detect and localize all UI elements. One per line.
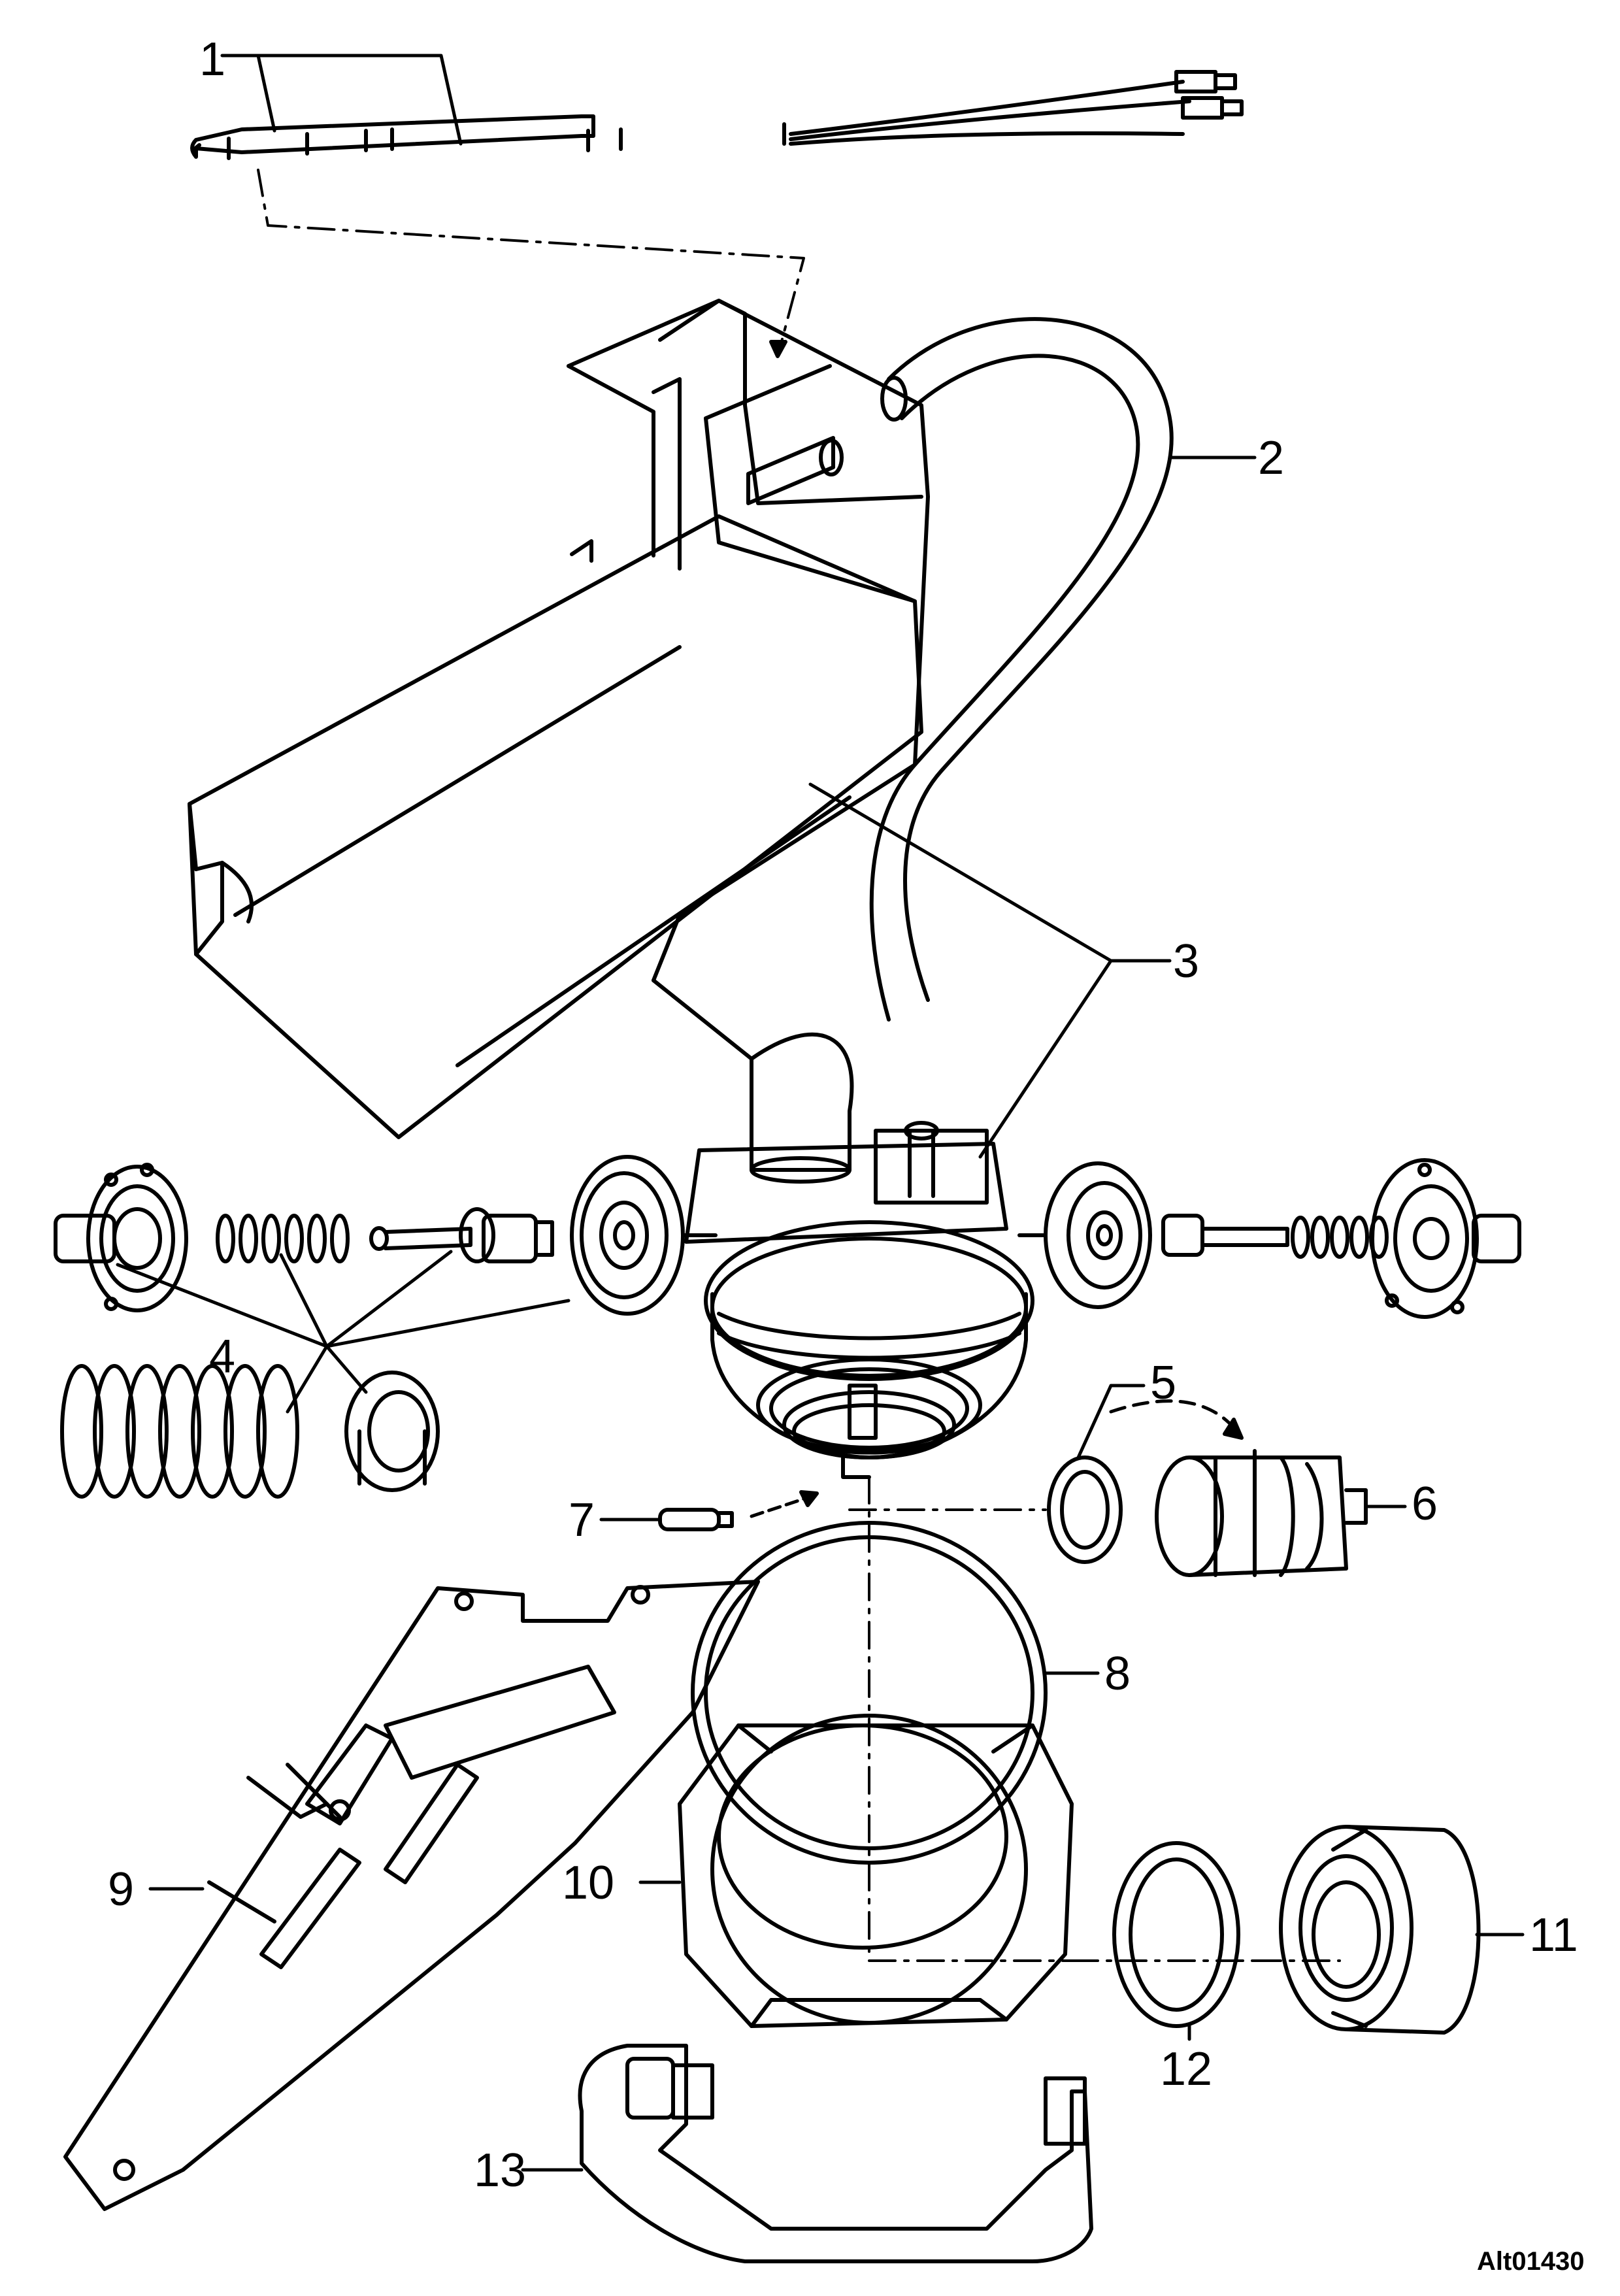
callout-12: 12 [1160, 2043, 1213, 2095]
part-12-o-ring [1070, 1841, 1256, 2041]
callout-13: 13 [474, 2144, 527, 2197]
callout-10: 10 [562, 1857, 615, 1909]
callout-2: 2 [1258, 432, 1285, 484]
callout-9: 9 [108, 1863, 135, 1916]
part-5-washer [1047, 1384, 1146, 1564]
callout-4: 4 [209, 1331, 236, 1383]
part-2-tube [869, 317, 1257, 1022]
part-8-seal-ring [691, 1521, 1100, 1865]
callout-1: 1 [199, 33, 226, 86]
part-13-clamp [521, 2044, 1093, 2263]
callout-6: 6 [1412, 1478, 1438, 1530]
callout-7: 7 [569, 1494, 595, 1546]
part-10-hex-nut [638, 1714, 1074, 2028]
part-3-housing [188, 299, 1172, 1184]
callout-8: 8 [1104, 1648, 1131, 1700]
callout-5: 5 [1150, 1357, 1177, 1409]
part-9-bracket [63, 1580, 760, 2211]
right-valve-parts [1017, 1158, 1521, 1319]
assembly-axis-line [868, 1476, 1073, 1962]
part-6-valve-cartridge [848, 1399, 1407, 1577]
callout-3: 3 [1173, 935, 1200, 988]
part-11-bearing-cup [1253, 1825, 1525, 2035]
part-4-valve-parts [54, 1155, 718, 1499]
part-7-pin [599, 1490, 819, 1531]
central-valve-body [684, 1121, 1034, 1479]
figure-code: Alt01430 [1477, 2247, 1585, 2276]
callout-11: 11 [1529, 1909, 1578, 1961]
part-1-sensor-probe [190, 54, 1244, 358]
